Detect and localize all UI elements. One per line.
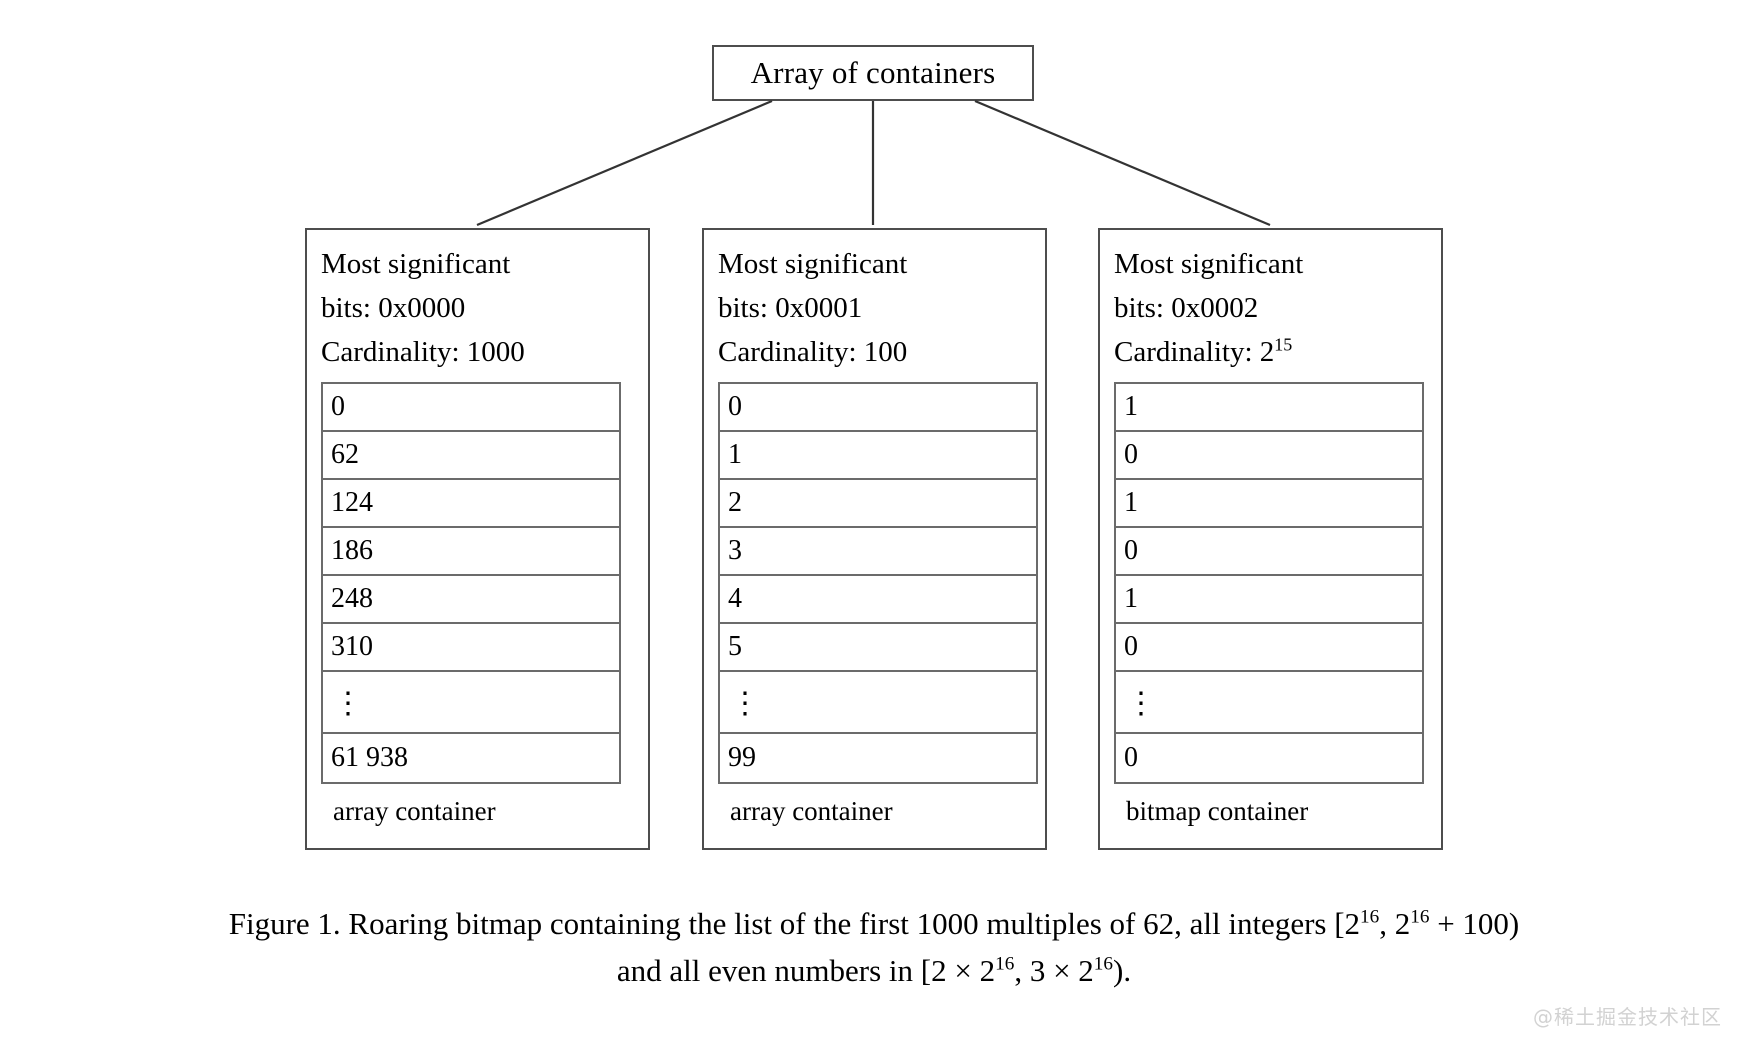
array-of-containers-box: Array of containers (712, 45, 1034, 101)
cell: 99 (728, 742, 756, 773)
cell: 2 (720, 480, 1036, 528)
caption-line-1-part-c: + 100) (1429, 906, 1520, 941)
container-2-cardinality-label: Cardinality: (1114, 336, 1253, 368)
container-2-cardinality: Cardinality: 215 (1114, 330, 1427, 374)
caption-line-1: Figure 1. Roaring bitmap containing the … (0, 900, 1748, 947)
caption-line-2: and all even numbers in [2 × 216, 3 × 21… (0, 947, 1748, 994)
cell: 0 (1116, 432, 1422, 480)
container-2-type-label: bitmap container (1126, 796, 1309, 826)
container-0-cardinality-value: 1000 (466, 336, 525, 368)
caption-line-2-part-c: ). (1113, 953, 1132, 988)
cell: 186 (323, 528, 619, 576)
caption-line-1-sup-2: 16 (1410, 906, 1430, 928)
container-2-cardinality-exponent: 15 (1274, 334, 1293, 355)
caption-line-1-sup-1: 16 (1360, 906, 1380, 928)
container-2-bits: bits: 0x0002 (1114, 292, 1259, 324)
container-0-cells: 0 62 124 186 248 310 ⋮ 61 938 (321, 382, 621, 784)
cell: 0 (720, 384, 1036, 432)
vertical-dots-icon: ⋮ (730, 686, 760, 720)
container-0-cardinality-label: Cardinality: (321, 336, 460, 368)
container-1-bits: bits: 0x0001 (718, 292, 863, 324)
connector-line-left (476, 99, 773, 227)
cell-ellipsis: ⋮ (1116, 672, 1422, 734)
container-0-cardinality: Cardinality: 1000 (321, 330, 634, 374)
cell: 62 (323, 432, 619, 480)
cell: 5 (720, 624, 1036, 672)
cell: 1 (720, 432, 1036, 480)
container-1-cells: 0 1 2 3 4 5 ⋮ 99 (718, 382, 1038, 784)
container-0-bits: bits: 0x0000 (321, 292, 466, 324)
vertical-dots-icon: ⋮ (1126, 686, 1156, 720)
container-1-msb-prefix: Most significant (718, 248, 908, 280)
cell: 1 (1116, 384, 1422, 432)
container-2-msb-prefix: Most significant (1114, 248, 1304, 280)
container-1-cardinality: Cardinality: 100 (718, 330, 1031, 374)
cell-ellipsis: ⋮ (323, 672, 619, 734)
caption-line-1-part-a: Figure 1. Roaring bitmap containing the … (228, 906, 1361, 941)
container-2-cells: 1 0 1 0 1 0 ⋮ 0 (1114, 382, 1424, 784)
cell: 310 (323, 624, 619, 672)
containers-row: Most significant bits: 0x0000 Cardinalit… (0, 228, 1748, 853)
figure-caption: Figure 1. Roaring bitmap containing the … (0, 900, 1748, 994)
connector-line-right (974, 99, 1271, 227)
container-1-type-label: array container (730, 796, 893, 826)
caption-line-2-sup-2: 16 (1093, 953, 1113, 975)
cell: 0 (323, 384, 619, 432)
container-0-msb-prefix: Most significant (321, 248, 511, 280)
cell: 1 (1116, 576, 1422, 624)
caption-line-2-part-a: and all even numbers in [2 × 2 (616, 953, 996, 988)
caption-line-2-sup-1: 16 (995, 953, 1015, 975)
cell: 0 (1116, 624, 1422, 672)
cell: 0 (1124, 742, 1138, 773)
caption-line-2-part-b: , 3 × 2 (1014, 953, 1094, 988)
container-2: Most significant bits: 0x0002 Cardinalit… (1098, 228, 1443, 850)
vertical-dots-icon: ⋮ (333, 686, 363, 720)
container-0: Most significant bits: 0x0000 Cardinalit… (305, 228, 650, 850)
array-of-containers-label: Array of containers (750, 55, 996, 90)
cell: 4 (720, 576, 1036, 624)
caption-line-1-part-b: , 2 (1379, 906, 1411, 941)
container-1: Most significant bits: 0x0001 Cardinalit… (702, 228, 1047, 850)
container-2-cardinality-value: 2 (1259, 336, 1275, 368)
container-1-cardinality-value: 100 (863, 336, 908, 368)
cell: 248 (323, 576, 619, 624)
cell: 3 (720, 528, 1036, 576)
cell-ellipsis: ⋮ (720, 672, 1036, 734)
watermark: @稀土掘金技术社区 (1533, 1005, 1722, 1029)
container-1-cardinality-label: Cardinality: (718, 336, 857, 368)
cell: 0 (1116, 528, 1422, 576)
cell: 1 (1116, 480, 1422, 528)
cell: 124 (323, 480, 619, 528)
container-0-type-label: array container (333, 796, 496, 826)
cell: 61 938 (331, 742, 408, 773)
